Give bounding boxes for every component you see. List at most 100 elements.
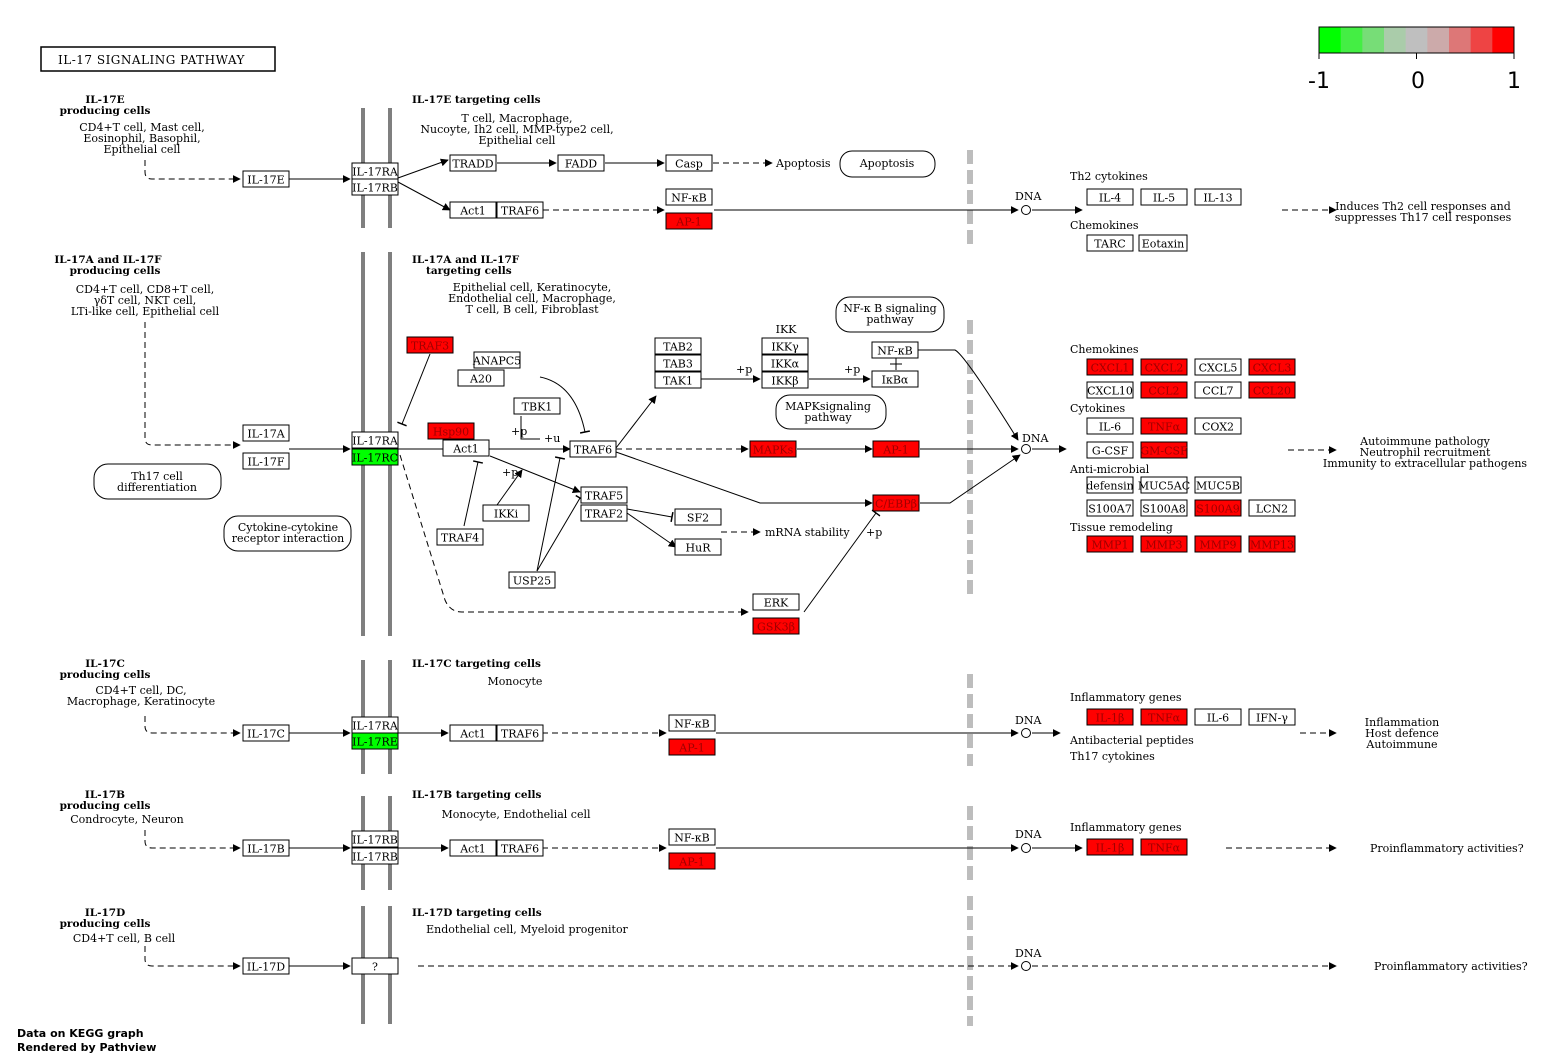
gene-box[interactable] [654,371,702,389]
gene-box[interactable] [351,847,399,865]
gene-box[interactable] [406,336,454,354]
gene-box[interactable] [1140,708,1188,726]
gene-node[interactable]: CCL7 [1194,381,1242,399]
gene-node[interactable]: IL-17RA [351,716,399,734]
gene-node[interactable]: IKKi [482,504,530,522]
gene-box[interactable] [242,957,290,975]
gene-node[interactable]: TAB3 [654,354,702,372]
gene-box[interactable] [1140,476,1188,494]
gene-box[interactable] [242,839,290,857]
gene-node[interactable]: TRAF3 [406,336,454,354]
gene-node[interactable]: CCL20 [1248,381,1296,399]
gene-node[interactable]: IL-17RC [351,448,399,466]
gene-box[interactable] [242,452,290,470]
gene-node[interactable]: TAB2 [654,337,702,355]
gene-box[interactable] [1140,381,1188,399]
gene-node[interactable]: GSK3β [752,617,800,635]
gene-node[interactable]: TNFα [1140,417,1188,435]
gene-node[interactable]: LCN2 [1248,499,1296,517]
gene-box[interactable] [496,201,544,219]
gene-node[interactable]: SF2 [674,508,722,526]
gene-node[interactable]: MMP13 [1248,535,1296,553]
gene-box[interactable] [242,724,290,742]
gene-node[interactable]: ANAPC5 [472,351,521,369]
gene-node[interactable]: IL-17D [242,957,290,975]
gene-box[interactable] [482,504,530,522]
gene-box[interactable] [351,732,399,750]
gene-box[interactable] [427,422,475,440]
gene-node[interactable]: IL-4 [1086,188,1134,206]
gene-box[interactable] [1248,708,1296,726]
gene-node[interactable]: Act1 [449,839,497,857]
gene-box[interactable] [1086,234,1134,252]
gene-box[interactable] [351,957,399,975]
gene-node[interactable]: AP-1 [665,212,713,230]
gene-node[interactable]: IL-17F [242,452,290,470]
gene-node[interactable]: C/EBPβ [872,494,920,512]
gene-node[interactable]: IL-1β [1086,838,1134,856]
gene-box[interactable] [1086,535,1134,553]
gene-node[interactable]: TRAF5 [580,486,628,504]
gene-box[interactable] [665,212,713,230]
gene-box[interactable] [674,508,722,526]
gene-node[interactable]: A20 [457,369,505,387]
gene-box[interactable] [761,337,809,355]
gene-node[interactable]: IL-13 [1194,188,1242,206]
gene-box[interactable] [436,528,484,546]
gene-node[interactable]: MMP9 [1194,535,1242,553]
gene-node[interactable]: TARC [1086,234,1134,252]
gene-node[interactable]: MUC5B [1194,476,1242,494]
gene-node[interactable]: AP-1 [872,440,920,458]
gene-box[interactable] [496,724,544,742]
gene-box[interactable] [1086,358,1134,376]
gene-node[interactable]: TRAF6 [569,440,617,458]
gene-node[interactable]: IFN-γ [1248,708,1296,726]
gene-box[interactable] [449,839,497,857]
gene-node[interactable]: IL-1β [1086,708,1134,726]
gene-box[interactable] [872,494,920,512]
gene-node[interactable]: CCL2 [1140,381,1188,399]
gene-node[interactable]: FADD [557,154,605,172]
gene-node[interactable]: GM-CSF [1140,441,1188,459]
gene-node[interactable]: IL-17RB [351,178,399,196]
gene-box[interactable] [1140,417,1188,435]
gene-node[interactable]: TBK1 [513,397,561,415]
gene-box[interactable] [1248,499,1296,517]
gene-box[interactable] [1086,708,1134,726]
gene-node[interactable]: IL-17RE [351,732,399,750]
gene-box[interactable] [668,852,716,870]
gene-node[interactable]: TRAF6 [496,201,544,219]
gene-node[interactable]: Casp [665,154,713,172]
gene-node[interactable]: IL-17C [242,724,290,742]
gene-node[interactable]: Act1 [449,201,497,219]
gene-node[interactable]: S100A7 [1086,499,1134,517]
gene-node[interactable]: ERK [752,593,800,611]
gene-node[interactable]: ? [351,957,399,975]
gene-node[interactable]: NF-κB [665,188,713,206]
gene-box[interactable] [351,178,399,196]
gene-node[interactable]: USP25 [508,571,556,589]
gene-box[interactable] [1086,381,1134,399]
gene-box[interactable] [473,351,521,369]
gene-node[interactable]: MMP3 [1140,535,1188,553]
gene-node[interactable]: TRAF6 [496,839,544,857]
gene-box[interactable] [654,354,702,372]
gene-box[interactable] [449,154,497,172]
gene-node[interactable]: CXCL1 [1086,358,1134,376]
gene-node[interactable]: Act1 [449,724,497,742]
gene-box[interactable] [761,354,809,372]
gene-box[interactable] [1140,838,1188,856]
gene-node[interactable]: AP-1 [668,738,716,756]
gene-box[interactable] [449,724,497,742]
gene-box[interactable] [1086,417,1134,435]
gene-box[interactable] [668,828,716,846]
gene-node[interactable]: NF-κB [871,341,919,359]
gene-box[interactable] [1248,381,1296,399]
gene-box[interactable] [442,439,490,457]
gene-node[interactable]: IL-17RA [351,162,399,180]
gene-box[interactable] [351,431,399,449]
gene-node[interactable]: CXCL10 [1086,381,1134,399]
gene-box[interactable] [1194,381,1242,399]
gene-box[interactable] [668,738,716,756]
gene-node[interactable]: defensin [1086,476,1134,494]
